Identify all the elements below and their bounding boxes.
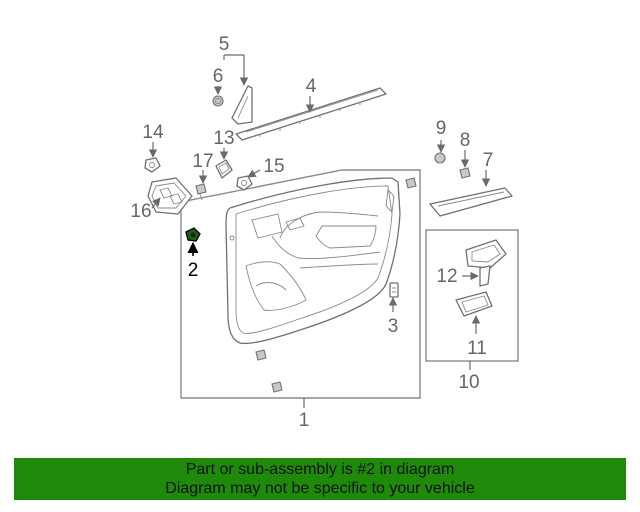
clip-2-highlighted[interactable] [185, 227, 201, 242]
window-switch-16 [147, 177, 193, 215]
callout-16: 16 [130, 201, 151, 222]
callout-13: 13 [213, 128, 234, 149]
vehicle-notice-banner: Part or sub-assembly is #2 in diagram Di… [14, 458, 626, 500]
clip-6 [212, 95, 224, 107]
callout-2: 2 [188, 260, 199, 281]
callout-14: 14 [142, 122, 164, 143]
callout-10: 10 [458, 372, 479, 393]
callout-6: 6 [213, 66, 224, 87]
clip-9 [434, 152, 446, 164]
screw-17 [195, 183, 207, 201]
door-trim-frame [180, 169, 421, 399]
callout-7: 7 [483, 150, 494, 171]
callout-15: 15 [263, 156, 284, 177]
callout-9: 9 [436, 118, 447, 139]
banner-line-2: Diagram may not be specific to your vehi… [165, 480, 475, 497]
inside-handle-bezel [455, 239, 507, 317]
callout-4: 4 [306, 76, 317, 97]
panel-clips [255, 177, 417, 393]
mirror-corner-cover [231, 85, 253, 125]
clip-15 [236, 175, 253, 191]
parts-diagram: 5 6 4 14 13 17 15 16 9 8 7 2 12 3 11 10 … [130, 34, 519, 431]
callout-11: 11 [467, 338, 487, 359]
callout-17: 17 [192, 151, 213, 172]
screw-8 [459, 167, 471, 179]
callout-12: 12 [436, 266, 457, 287]
callout-8: 8 [460, 130, 471, 151]
banner-line-1: Part or sub-assembly is #2 in diagram [185, 461, 455, 478]
leader-lines [148, 54, 491, 408]
armrest-pad-7 [429, 187, 513, 217]
door-trim-panel [225, 177, 401, 345]
callout-1: 1 [299, 410, 310, 431]
armrest-group-frame [425, 229, 519, 362]
clip-14 [144, 157, 161, 173]
clip-3 [389, 282, 399, 298]
callout-labels: 5 6 4 14 13 17 15 16 9 8 7 2 12 3 11 10 … [130, 34, 493, 431]
switch-bezel-13 [215, 159, 233, 179]
callout-3: 3 [388, 316, 399, 337]
callout-5: 5 [219, 34, 230, 55]
